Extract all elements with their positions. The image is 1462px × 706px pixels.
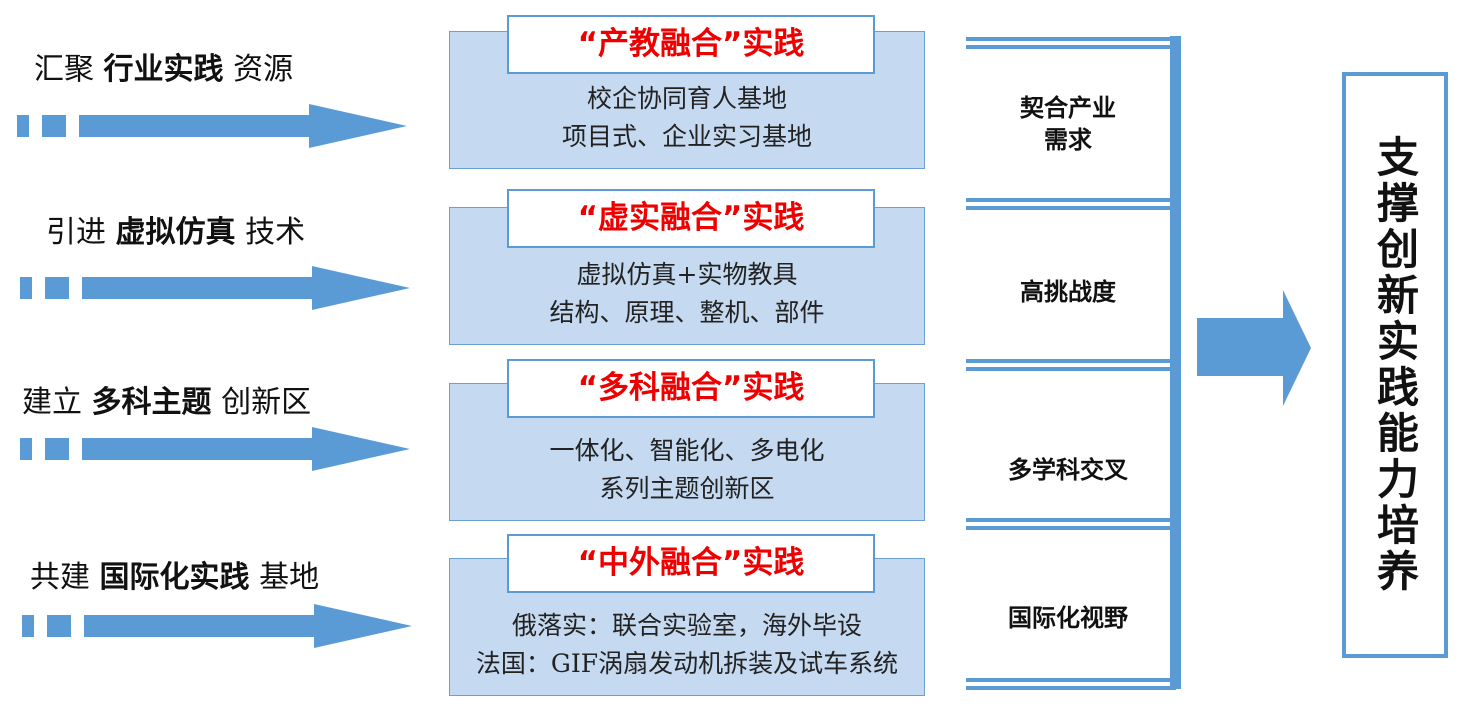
- category-4: 国际化视野: [1008, 604, 1128, 632]
- practice-line: 结构、原理、整机、部件: [549, 298, 825, 327]
- category-1: 契合产业 需求: [1020, 94, 1116, 154]
- bracket-bar: [1170, 36, 1181, 689]
- divider: [966, 526, 1176, 530]
- source-label-3: 建立 多科主题 创新区: [22, 385, 312, 420]
- practice-line: 系列主题创新区: [599, 474, 775, 503]
- practice-title-4: “中外融合”实践: [507, 534, 875, 593]
- outcome-box: 支撑创新实践能力培养: [1342, 72, 1448, 658]
- practice-line: 法国：GIF涡扇发动机拆装及试车系统: [475, 649, 899, 678]
- divider: [966, 686, 1176, 690]
- practice-title-2: “虚实融合”实践: [507, 189, 875, 248]
- practice-line: 校企协同育人基地: [586, 84, 787, 113]
- divider: [966, 37, 1176, 41]
- outcome-text: 支撑创新实践能力培养: [1370, 135, 1420, 595]
- big-arrow-icon: [1197, 290, 1311, 406]
- category-3: 多学科交叉: [1008, 456, 1128, 484]
- divider: [966, 206, 1176, 210]
- divider: [966, 678, 1176, 682]
- practice-line: 虚拟仿真+实物教具: [576, 260, 798, 289]
- divider: [966, 518, 1176, 522]
- divider: [966, 198, 1176, 202]
- divider: [966, 359, 1176, 363]
- practice-title-3: “多科融合”实践: [507, 359, 875, 418]
- practice-line: 俄落实：联合实验室，海外毕设: [511, 611, 862, 640]
- practice-line: 项目式、企业实习基地: [561, 122, 812, 151]
- practice-title-1: “产教融合”实践: [507, 15, 875, 74]
- source-label-1: 汇聚 行业实践 资源: [34, 52, 294, 87]
- source-label-2: 引进 虚拟仿真 技术: [46, 215, 306, 250]
- practice-line: 一体化、智能化、多电化: [549, 436, 825, 465]
- divider: [966, 45, 1176, 49]
- category-2: 高挑战度: [1020, 278, 1116, 306]
- divider: [966, 367, 1176, 371]
- source-label-4: 共建 国际化实践 基地: [30, 560, 320, 595]
